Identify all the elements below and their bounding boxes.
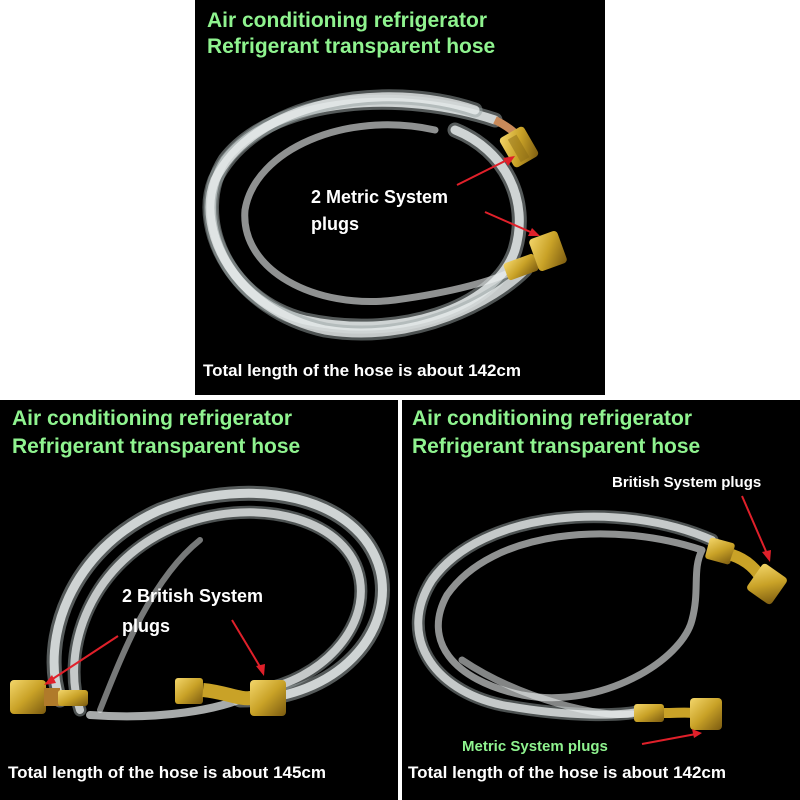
left-caption: Total length of the hose is about 145cm bbox=[8, 763, 327, 782]
left-title-line2: Refrigerant transparent hose bbox=[12, 435, 301, 458]
british-plug bbox=[705, 537, 787, 605]
hose-coil bbox=[202, 89, 533, 341]
hose-photo-left bbox=[10, 485, 390, 721]
british-plug-left bbox=[10, 680, 88, 714]
left-product-panel: Air conditioning refrigerator Refrigeran… bbox=[0, 400, 398, 800]
metric-plug bbox=[634, 698, 722, 730]
right-title-line1: Air conditioning refrigerator bbox=[412, 407, 693, 430]
top-plug-label-line1: 2 Metric System bbox=[311, 187, 449, 207]
right-british-label: British System plugs bbox=[612, 474, 762, 491]
hose-coil bbox=[46, 485, 390, 721]
hose-photo-right bbox=[411, 495, 787, 745]
right-caption: Total length of the hose is about 142cm bbox=[408, 763, 727, 782]
top-caption: Total length of the hose is about 142cm bbox=[203, 361, 522, 380]
top-title-line2: Refrigerant transparent hose bbox=[207, 35, 496, 58]
arrow-top bbox=[456, 156, 540, 236]
left-plug-label-line1: 2 British System bbox=[122, 586, 264, 606]
right-metric-label: Metric System plugs bbox=[462, 738, 608, 755]
top-product-panel: Air conditioning refrigerator Refrigeran… bbox=[195, 0, 605, 395]
top-title-line1: Air conditioning refrigerator bbox=[207, 9, 488, 32]
british-plug-right bbox=[175, 678, 286, 716]
metric-plug-lower bbox=[503, 231, 567, 281]
arrow-right bbox=[641, 495, 771, 745]
arrow-left bbox=[44, 619, 265, 685]
top-plug-label-line2: plugs bbox=[311, 214, 359, 234]
right-title-line2: Refrigerant transparent hose bbox=[412, 435, 701, 458]
left-title-line1: Air conditioning refrigerator bbox=[12, 407, 293, 430]
left-plug-label-line2: plugs bbox=[122, 616, 170, 636]
hose-coil bbox=[411, 510, 719, 722]
hose-photo-top bbox=[202, 89, 567, 341]
right-product-panel: Air conditioning refrigerator Refrigeran… bbox=[402, 400, 800, 800]
